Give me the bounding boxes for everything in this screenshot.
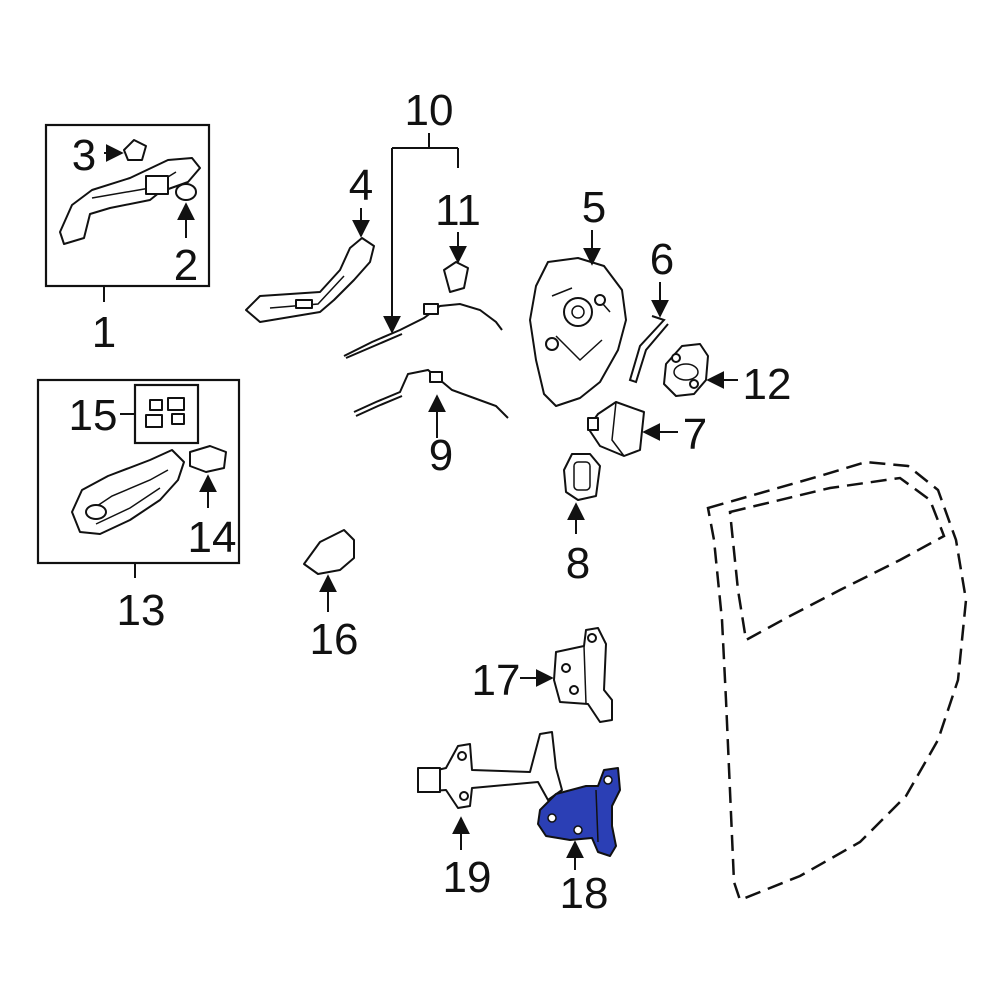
callout-14: 14 — [188, 513, 237, 562]
callout-1: 1 — [92, 308, 116, 357]
group-box-15 — [133, 383, 200, 445]
callout-4: 4 — [349, 161, 373, 210]
callout-5: 5 — [582, 183, 606, 232]
actuator-part-7: 7 — [587, 401, 707, 459]
callout-16: 16 — [310, 615, 359, 664]
hinge-part-18: 18 — [537, 767, 621, 918]
cover-part-16: 16 — [303, 529, 359, 664]
callout-9: 9 — [429, 431, 453, 480]
callout-18: 18 — [560, 869, 609, 918]
clip-part-15c[interactable] — [149, 399, 163, 411]
clip-part-11[interactable] — [443, 261, 469, 293]
lock-rod[interactable] — [628, 315, 669, 384]
door-window-outline — [728, 476, 946, 642]
cable-part-9: 9 — [353, 368, 509, 480]
leader-10 — [391, 133, 459, 322]
upper-hinge[interactable] — [553, 627, 613, 723]
rod-part-6: 6 — [628, 235, 674, 384]
callout-11: 11 — [435, 186, 481, 235]
callout-6: 6 — [650, 235, 674, 284]
cover-cap[interactable] — [303, 529, 355, 575]
clip-part-15a[interactable] — [145, 414, 163, 428]
door-striker[interactable] — [663, 343, 709, 397]
latch-part-5: 5 — [529, 183, 627, 407]
hinge-part-17: 17 — [472, 627, 613, 723]
handle-bracket — [145, 175, 169, 195]
clip-part-3[interactable] — [123, 139, 147, 161]
callout-17: 17 — [472, 656, 521, 705]
clip-part-15d[interactable] — [171, 413, 185, 425]
latch-seal[interactable] — [563, 453, 601, 501]
door-latch[interactable] — [529, 257, 627, 407]
switch-part-14[interactable] — [189, 445, 227, 473]
callout-7: 7 — [683, 410, 707, 459]
callout-12: 12 — [743, 360, 792, 409]
callout-3: 3 — [72, 131, 96, 180]
callout-8: 8 — [566, 539, 590, 588]
lower-hinge-highlighted[interactable] — [537, 767, 621, 857]
door-outer-outline — [706, 460, 968, 902]
outside-handle-frame[interactable] — [245, 237, 375, 323]
callout-15: 15 — [69, 391, 118, 440]
callout-13: 13 — [117, 586, 166, 635]
check-part-19: 19 — [417, 731, 563, 902]
exterior-handle-group: 1 3 2 — [44, 123, 211, 357]
door-outline — [706, 460, 968, 902]
group-box-13 — [36, 378, 241, 565]
cap-part-2[interactable] — [175, 183, 197, 201]
callout-2: 2 — [174, 241, 198, 290]
interior-handle[interactable] — [71, 449, 185, 535]
callout-19: 19 — [443, 853, 492, 902]
striker-part-12: 12 — [663, 343, 792, 409]
group-box-1 — [44, 123, 211, 288]
bracket-part-4: 4 — [245, 161, 375, 323]
interior-handle-group: 13 15 14 — [36, 378, 241, 635]
callout-10: 10 — [405, 86, 454, 135]
seal-part-8: 8 — [563, 453, 601, 588]
cable-part-10: 10 11 — [343, 86, 503, 359]
door-check[interactable] — [417, 731, 563, 809]
lock-cable[interactable] — [343, 302, 503, 357]
clip-part-15b[interactable] — [167, 397, 185, 411]
